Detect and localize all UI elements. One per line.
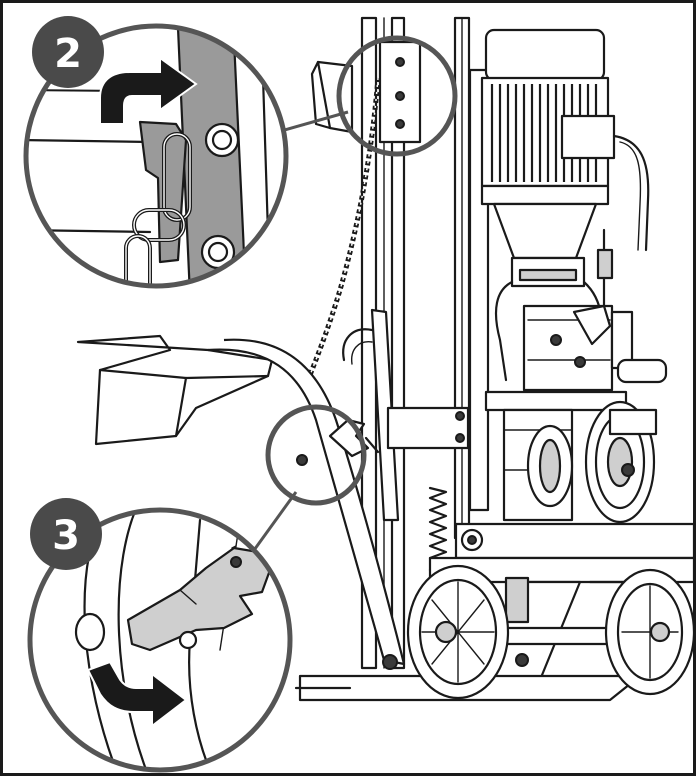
bolt-upper <box>204 122 240 158</box>
target-circle-3 <box>265 404 367 506</box>
step-badge-3: 3 <box>30 498 102 570</box>
chain <box>301 77 381 391</box>
lever-arm <box>342 308 470 522</box>
arrow-right-icon <box>86 660 188 729</box>
step-number-2: 2 <box>54 31 82 77</box>
pump-pulley <box>484 390 658 524</box>
arrow-right-icon <box>99 56 198 125</box>
wheels <box>406 564 696 700</box>
hydraulic-valve <box>494 228 668 392</box>
latch-plate <box>126 546 272 652</box>
step-badge-2: 2 <box>32 16 104 88</box>
machine-illustration <box>76 16 696 702</box>
bolt-lower <box>200 234 236 270</box>
target-circle-2 <box>336 35 458 157</box>
latch-stud <box>74 612 106 652</box>
log-cradle <box>76 334 406 666</box>
electric-motor <box>480 28 650 288</box>
chain-links-detail <box>124 132 192 284</box>
step-number-3: 3 <box>52 513 80 559</box>
callout-detail-3 <box>27 507 293 773</box>
